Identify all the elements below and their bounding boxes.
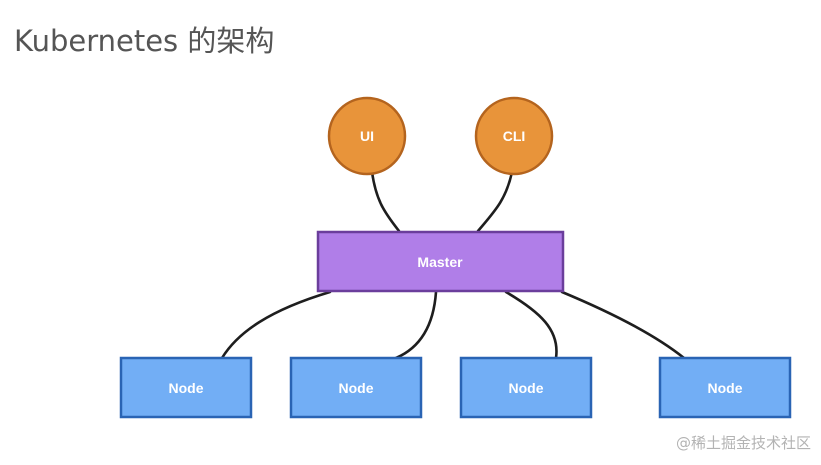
worker-node-2: Node	[289, 356, 423, 419]
connector-master-node-2	[394, 290, 438, 360]
worker-node-3: Node	[459, 356, 593, 419]
master-label: Master	[417, 254, 463, 270]
worker-node-4: Node	[658, 356, 792, 419]
connector-master-node-1	[220, 290, 332, 360]
watermark: @稀土掘金技术社区	[675, 434, 811, 452]
worker-node-1: Node	[119, 356, 253, 419]
connector-ui-master	[370, 170, 401, 233]
client-ui: UI	[327, 96, 407, 176]
worker-node-2-label: Node	[339, 380, 374, 396]
page-title: Kubernetes 的架构	[14, 24, 275, 58]
worker-node-1-label: Node	[169, 380, 204, 396]
client-cli: CLI	[474, 96, 554, 176]
connector-master-node-3	[504, 290, 558, 360]
connector-cli-master	[476, 170, 514, 233]
master-box: Master	[316, 230, 565, 293]
worker-node-4-label: Node	[708, 380, 743, 396]
client-ui-label: UI	[360, 128, 374, 144]
connector-master-node-4	[560, 290, 686, 360]
worker-node-3-label: Node	[509, 380, 544, 396]
client-cli-label: CLI	[503, 128, 526, 144]
